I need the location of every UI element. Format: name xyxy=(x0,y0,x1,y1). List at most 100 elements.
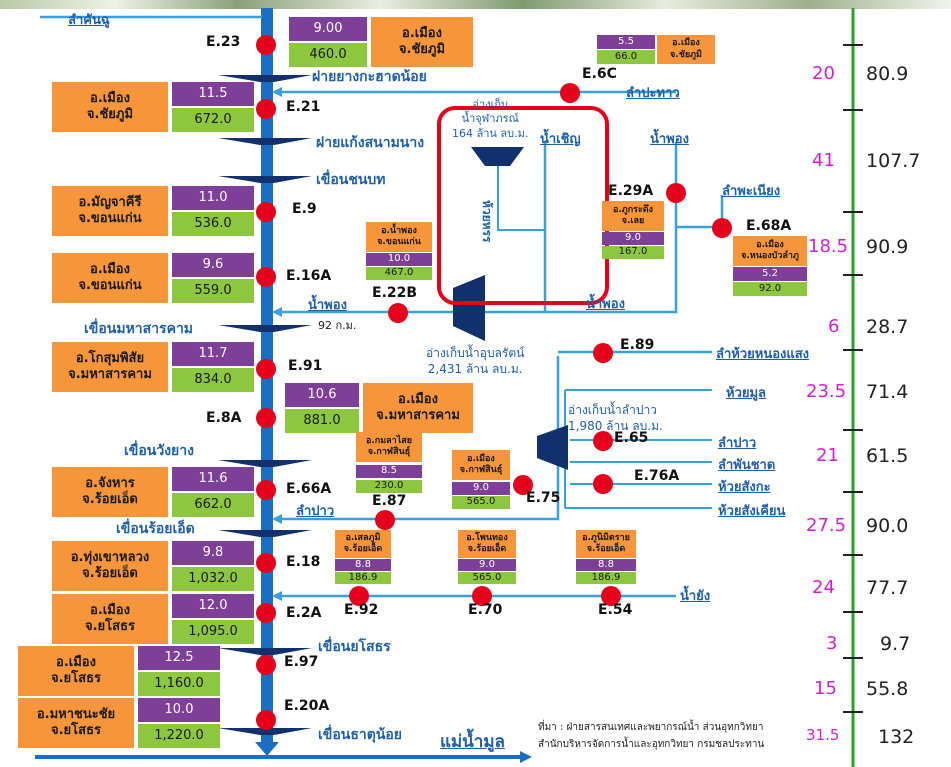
elev-box-e21: 672.0 xyxy=(172,108,254,132)
place-box-e66a: อ.จังหาร จ.ร้อยเอ็ด xyxy=(52,467,168,517)
elev-box-e87: 230.0 xyxy=(356,480,422,493)
dam-yasothon xyxy=(218,648,312,655)
label-huai-sang-kha: ห้วยสังกะ xyxy=(718,480,771,495)
source-note-line1: ที่มา : ฝ่ายสารสนเทศและพยากรณ์น้ำ ส่วนอุ… xyxy=(538,722,764,733)
elev-box-e8a: 881.0 xyxy=(285,409,359,433)
station-label-e18: E.18 xyxy=(286,554,321,570)
station-dot-e8a[interactable] xyxy=(256,408,276,428)
elev-box-e66a: 662.0 xyxy=(172,493,254,517)
dam-kaeng-sanam-nang xyxy=(218,138,312,145)
cumulative-distance: 80.9 xyxy=(866,63,909,85)
value-box-e16a: 9.6 xyxy=(172,253,254,277)
station-label-e8a: E.8A xyxy=(206,410,242,426)
label-huai-mun: ห้วยมูล xyxy=(726,386,767,401)
station-dot-e66a[interactable] xyxy=(256,480,276,500)
value-box-e68a: 5.2 xyxy=(733,267,807,281)
station-dot-e70[interactable] xyxy=(472,586,492,606)
cumulative-distance: 71.4 xyxy=(866,381,909,403)
segment-distance: 24 xyxy=(812,577,835,598)
place-box-e70: อ.โพนทอง จ.ร้อยเอ็ด xyxy=(458,530,516,558)
station-dot-e97[interactable] xyxy=(256,655,276,675)
place-box-e75: อ.เมือง จ.กาฬสินธุ์ xyxy=(452,450,510,480)
value-box-e91: 11.7 xyxy=(172,342,254,366)
station-dot-e91[interactable] xyxy=(256,359,276,379)
elev-box-e97: 1,160.0 xyxy=(138,672,220,696)
cumulative-distance: 90.0 xyxy=(866,515,909,537)
value-box-e87: 8.5 xyxy=(356,465,422,478)
place-box-e91: อ.โกสุมพิสัย จ.มหาสารคาม xyxy=(52,342,168,392)
label-reservoir-ubolratana: อ่างเก็บน้ำอุบลรัตน์ 2,431 ล้าน ลบ.ม. xyxy=(426,346,525,376)
station-dot-e6c[interactable] xyxy=(560,83,580,103)
label-nam-choen: น้ำเชิญ xyxy=(540,132,581,147)
station-label-e91: E.91 xyxy=(288,358,323,374)
label-dam-roi-et: เขื่อนร้อยเอ็ด xyxy=(116,521,195,537)
station-dot-e65[interactable] xyxy=(593,431,613,451)
label-reservoir-chulabhorn: อ่างเก็บ น้ำจุฬาภรณ์ 164 ล้าน ลบ.ม. xyxy=(452,98,529,140)
cumulative-distance: 28.7 xyxy=(866,316,909,338)
value-box-e92: 8.8 xyxy=(335,559,391,571)
label-dam-maha-sarakham: เขื่อนมหาสารคาม xyxy=(84,321,194,337)
elev-box-e6c: 66.0 xyxy=(597,50,655,64)
place-box-e16a: อ.เมือง จ.ขอนแก่น xyxy=(52,253,168,303)
station-dot-e18[interactable] xyxy=(256,553,276,573)
label-dam-yasothon: เขื่อนยโสธร xyxy=(318,639,391,655)
segment-distance: 18.5 xyxy=(808,236,849,257)
station-dot-e54[interactable] xyxy=(601,586,621,606)
value-box-e70: 9.0 xyxy=(458,559,516,571)
station-dot-e76a[interactable] xyxy=(593,474,613,494)
map-strip xyxy=(0,0,951,9)
station-dot-e23[interactable] xyxy=(256,35,276,55)
station-dot-e89[interactable] xyxy=(593,343,613,363)
place-box-e87: อ.กมลาไสย จ.กาฬสินธุ์ xyxy=(356,432,422,462)
segment-distance: 6 xyxy=(828,316,840,337)
segment-distance: 23.5 xyxy=(806,381,847,402)
label-dam-chonnabot: เขื่อนชนบท xyxy=(316,172,386,188)
dam-maha-sarakham xyxy=(218,325,312,332)
elev-box-e23: 460.0 xyxy=(289,43,367,67)
dam-that-noi xyxy=(218,728,312,735)
station-dot-e92[interactable] xyxy=(349,586,369,606)
value-box-e6c: 5.5 xyxy=(597,35,655,49)
station-dot-e21[interactable] xyxy=(256,99,276,119)
segment-distance: 21 xyxy=(816,445,839,466)
dam-chonnabot xyxy=(218,176,312,183)
station-dot-e29a[interactable] xyxy=(666,183,686,203)
segment-distance: 27.5 xyxy=(806,515,847,536)
cumulative-distance: 61.5 xyxy=(866,445,909,467)
station-label-e20a: E.20A xyxy=(284,698,330,714)
station-dot-e9[interactable] xyxy=(256,202,276,222)
segment-distance: 3 xyxy=(826,633,838,654)
label-nam-phong-left: น้ำพอง xyxy=(308,298,347,313)
label-mae-nam-mun: แม่น้ำมูล xyxy=(440,732,505,752)
label-dam-kaeng-sanam-nang: ฝายแก้งสนามนาง xyxy=(316,135,425,151)
station-label-e68a: E.68A xyxy=(746,218,792,234)
mun-river-arrowhead xyxy=(520,751,532,763)
station-dot-e16a[interactable] xyxy=(256,267,276,287)
station-dot-e75[interactable] xyxy=(513,475,533,495)
station-label-e22b: E.22B xyxy=(372,285,418,301)
elev-box-e92: 186.9 xyxy=(335,572,391,584)
station-dot-e22b[interactable] xyxy=(388,303,408,323)
place-box-e97: อ.เมือง จ.ยโสธร xyxy=(18,646,134,696)
station-dot-e87[interactable] xyxy=(375,510,395,530)
chulabhorn-reservoir-icon xyxy=(471,147,524,166)
station-label-e54: E.54 xyxy=(598,602,633,618)
lam-pao-trunk xyxy=(278,356,560,521)
value-box-e23: 9.00 xyxy=(289,17,367,41)
label-vertical-huai: ห้วยหรร xyxy=(480,200,494,243)
station-dot-e68a[interactable] xyxy=(712,218,732,238)
place-box-e18: อ.ทุ่งเขาหลวง จ.ร้อยเอ็ด xyxy=(52,541,168,591)
elev-box-e68a: 92.0 xyxy=(733,282,807,296)
dam-roi-et xyxy=(218,530,312,537)
station-label-e66a: E.66A xyxy=(286,481,332,497)
station-dot-e2a[interactable] xyxy=(256,603,276,623)
value-box-e29a: 9.0 xyxy=(602,232,664,245)
station-dot-e20a[interactable] xyxy=(256,710,276,730)
place-box-e6c: อ.เมือง จ.ชัยภูมิ xyxy=(657,35,715,64)
station-label-e16a: E.16A xyxy=(286,268,332,284)
value-box-e54: 8.8 xyxy=(576,559,636,571)
station-label-e87: E.87 xyxy=(372,493,407,509)
label-nam-yang: น้ำยัง xyxy=(680,589,711,604)
elev-box-e29a: 167.0 xyxy=(602,246,664,259)
label-dam-krachat-noi: ฝายยางกะฮาดน้อย xyxy=(312,69,427,85)
